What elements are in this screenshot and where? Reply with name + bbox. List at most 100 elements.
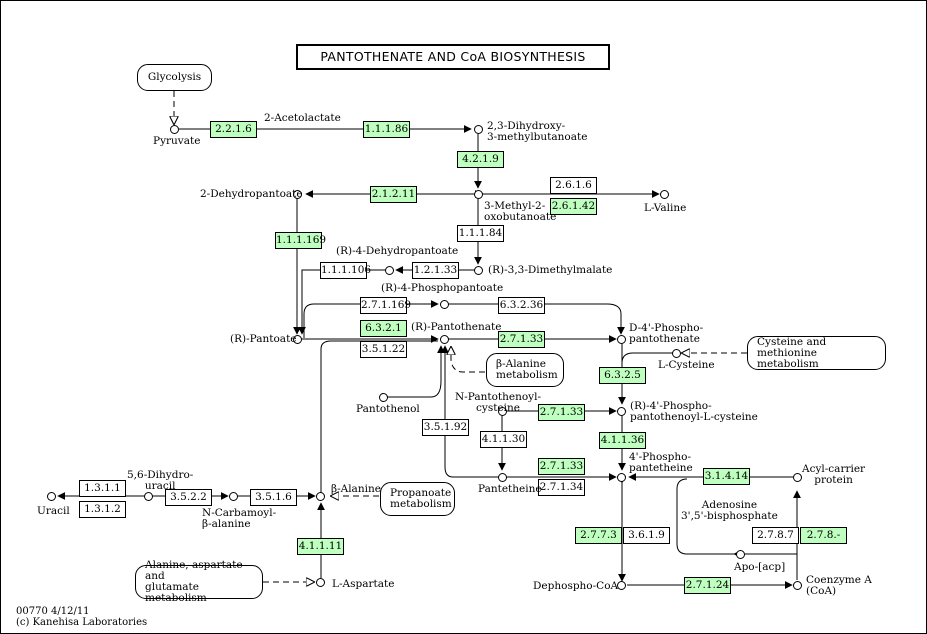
enzyme-2-7-1-169[interactable]: 2.7.1.169: [360, 297, 411, 314]
compound-node-apo-acp[interactable]: [736, 550, 745, 559]
label-dephospho-coa: Dephospho-CoA: [533, 580, 619, 592]
enzyme-4-1-1-30[interactable]: 4.1.1.30: [480, 431, 527, 448]
enzyme-1-3-1-1[interactable]: 1.3.1.1: [79, 480, 126, 497]
compound-node-pantothenol[interactable]: [379, 393, 388, 402]
enzyme-2-7-7-3[interactable]: 2.7.7.3: [575, 527, 622, 544]
compound-node-acp[interactable]: [793, 473, 802, 482]
label-pantothenate: (R)-Pantothenate: [411, 321, 502, 333]
compound-node-uracil[interactable]: [47, 492, 56, 501]
enzyme-2-7-1-33-pantetheine[interactable]: 2.7.1.33: [538, 458, 585, 475]
label-r-4-dehydropantoate: (R)-4-Dehydropantoate: [336, 245, 459, 257]
enzyme-2-7-1-33-pantothenate[interactable]: 2.7.1.33: [498, 331, 545, 348]
label-acp: Acyl-carrier protein: [802, 463, 866, 486]
enzyme-6-3-2-5[interactable]: 6.3.2.5: [599, 367, 646, 384]
pantoate-to-phosphopantoate-line: [303, 300, 439, 338]
label-acetolactate: 2-Acetolactate: [264, 112, 341, 124]
enzyme-1-2-1-33[interactable]: 1.2.1.33: [412, 262, 459, 279]
compound-node-pantoate[interactable]: [293, 335, 302, 344]
enzyme-2-7-1-24[interactable]: 2.7.1.24: [684, 577, 731, 594]
compound-node-pantothenate[interactable]: [440, 335, 449, 344]
enzyme-1-3-1-2[interactable]: 1.3.1.2: [79, 501, 126, 518]
pantothenol-to-pantothenate-line: [383, 345, 445, 398]
label-pantoate: (R)-Pantoate: [230, 333, 297, 345]
enzyme-3-5-1-92[interactable]: 3.5.1.92: [422, 419, 469, 436]
enzyme-4-1-1-11[interactable]: 4.1.1.11: [297, 538, 344, 555]
compound-node-r-4-dehydropantoate[interactable]: [385, 266, 394, 275]
footer-copyright: (c) Kanehisa Laboratories: [16, 617, 148, 628]
compound-node-dimethylmalate[interactable]: [474, 266, 483, 275]
compound-node-pantothenoyl-cysteine[interactable]: [498, 407, 507, 416]
enzyme-2-7-1-34[interactable]: 2.7.1.34: [538, 479, 585, 496]
label-pyruvate: Pyruvate: [153, 135, 201, 147]
enzyme-3-6-1-9[interactable]: 3.6.1.9: [623, 527, 670, 544]
compound-node-valine[interactable]: [660, 190, 669, 199]
enzyme-4-1-1-36[interactable]: 4.1.1.36: [599, 432, 646, 449]
enzyme-3-5-2-2[interactable]: 3.5.2.2: [165, 489, 212, 506]
label-pantetheine: Pantetheine: [478, 483, 542, 495]
label-phosphopantothenoyl-cysteine: (R)-4'-Phospho- pantothenoyl-L-cysteine: [630, 400, 758, 423]
enzyme-4-2-1-9[interactable]: 4.2.1.9: [457, 151, 504, 168]
enzyme-6-3-2-36[interactable]: 6.3.2.36: [498, 297, 545, 314]
phosphopantoate-to-phosphopantothenate-line: [449, 303, 625, 335]
enzyme-1-1-1-84[interactable]: 1.1.1.84: [457, 225, 504, 242]
label-dihydrouracil: 5,6-Dihydro- uracil: [127, 469, 194, 492]
compound-node-dephospho-coa[interactable]: [617, 581, 626, 590]
apoacp-loop-line: [676, 478, 742, 558]
compound-node-phosphopantoate[interactable]: [440, 300, 449, 309]
label-phosphopantoate: (R)-4-Phosphopantoate: [381, 282, 504, 294]
enzyme-2-6-1-42[interactable]: 2.6.1.42: [550, 198, 597, 215]
map-link-propanoate[interactable]: Propanoate metabolism: [380, 482, 455, 516]
map-link-beta-alanine[interactable]: β-Alanine metabolism: [486, 353, 564, 387]
enzyme-3-5-1-22[interactable]: 3.5.1.22: [360, 341, 407, 358]
enzyme-1-1-1-169[interactable]: 1.1.1.169: [275, 232, 326, 249]
label-adenosine-bisphosphate: Adenosine 3',5'-bisphosphate: [681, 499, 778, 522]
compound-node-dehydropantoate[interactable]: [293, 190, 302, 199]
enzyme-3-5-1-6[interactable]: 3.5.1.6: [250, 489, 297, 506]
map-link-glycolysis[interactable]: Glycolysis: [137, 64, 212, 91]
label-phosphopantetheine: 4'-Phospho- pantetheine: [629, 451, 693, 474]
compound-node-carbamoyl-beta-alanine[interactable]: [229, 492, 238, 501]
enzyme-2-7-8-x[interactable]: 2.7.8.-: [800, 527, 847, 544]
label-phosphopantothenate: D-4'-Phospho- pantothenate: [629, 322, 704, 345]
label-dimethylmalate: (R)-3,3-Dimethylmalate: [488, 264, 613, 276]
footer-map-id: 00770 4/12/11: [16, 606, 90, 617]
betaalanine-to-pantothenate-line: [320, 340, 438, 493]
label-methyl-oxobutanoate: 3-Methyl-2- oxobutanoate: [484, 200, 557, 223]
compound-node-coa[interactable]: [793, 581, 802, 590]
map-link-cysteine-methionine[interactable]: Cysteine and methionine metabolism: [747, 336, 886, 370]
enzyme-2-6-1-6[interactable]: 2.6.1.6: [550, 177, 597, 194]
compound-node-phosphopantetheine[interactable]: [617, 473, 626, 482]
enzyme-2-2-1-6[interactable]: 2.2.1.6: [210, 121, 257, 138]
label-coa: Coenzyme A (CoA): [806, 574, 872, 597]
label-dehydropantoate: 2-Dehydropantoate: [200, 188, 303, 200]
enzyme-3-1-4-14[interactable]: 3.1.4.14: [703, 468, 750, 485]
enzyme-2-1-2-11[interactable]: 2.1.2.11: [370, 186, 417, 203]
label-apo-acp: Apo-[acp]: [734, 561, 786, 573]
map-link-ala-asp-glu[interactable]: Alanine, aspartate and glutamate metabol…: [135, 560, 263, 604]
compound-node-dihydrouracil[interactable]: [144, 492, 153, 501]
compound-node-dihydroxy-methylbutanoate[interactable]: [474, 125, 483, 134]
enzyme-1-1-1-86[interactable]: 1.1.1.86: [363, 121, 410, 138]
compound-node-phosphopantothenate[interactable]: [617, 335, 626, 344]
compound-node-pyruvate[interactable]: [170, 125, 179, 134]
map-title: PANTOTHENATE AND CoA BIOSYNTHESIS: [296, 44, 610, 70]
label-carbamoyl-beta-alanine: N-Carbamoyl- β-alanine: [202, 507, 277, 530]
label-l-cysteine: L-Cysteine: [658, 359, 715, 371]
enzyme-2-7-1-33-cysteine[interactable]: 2.7.1.33: [538, 404, 585, 421]
enzyme-6-3-2-1[interactable]: 6.3.2.1: [360, 320, 407, 337]
pantetheine-to-pantothenate-line: [441, 345, 498, 478]
compound-node-l-aspartate[interactable]: [316, 578, 325, 587]
label-valine: L-Valine: [644, 202, 687, 214]
enzyme-2-7-8-7[interactable]: 2.7.8.7: [752, 527, 799, 544]
compound-node-phosphopantothenoyl-cysteine[interactable]: [617, 407, 626, 416]
compound-node-l-cysteine[interactable]: [672, 349, 681, 358]
compound-node-pantetheine[interactable]: [498, 473, 507, 482]
compound-node-beta-alanine[interactable]: [316, 492, 325, 501]
label-pantothenoyl-cysteine: N-Pantothenoyl- cysteine: [455, 391, 542, 414]
label-dihydroxy-methylbutanoate: 2,3-Dihydroxy- 3-methylbutanoate: [487, 120, 588, 143]
enzyme-1-1-1-106[interactable]: 1.1.1.106: [320, 262, 371, 279]
compound-node-methyl-oxobutanoate[interactable]: [474, 190, 483, 199]
label-l-aspartate: L-Aspartate: [332, 578, 395, 590]
